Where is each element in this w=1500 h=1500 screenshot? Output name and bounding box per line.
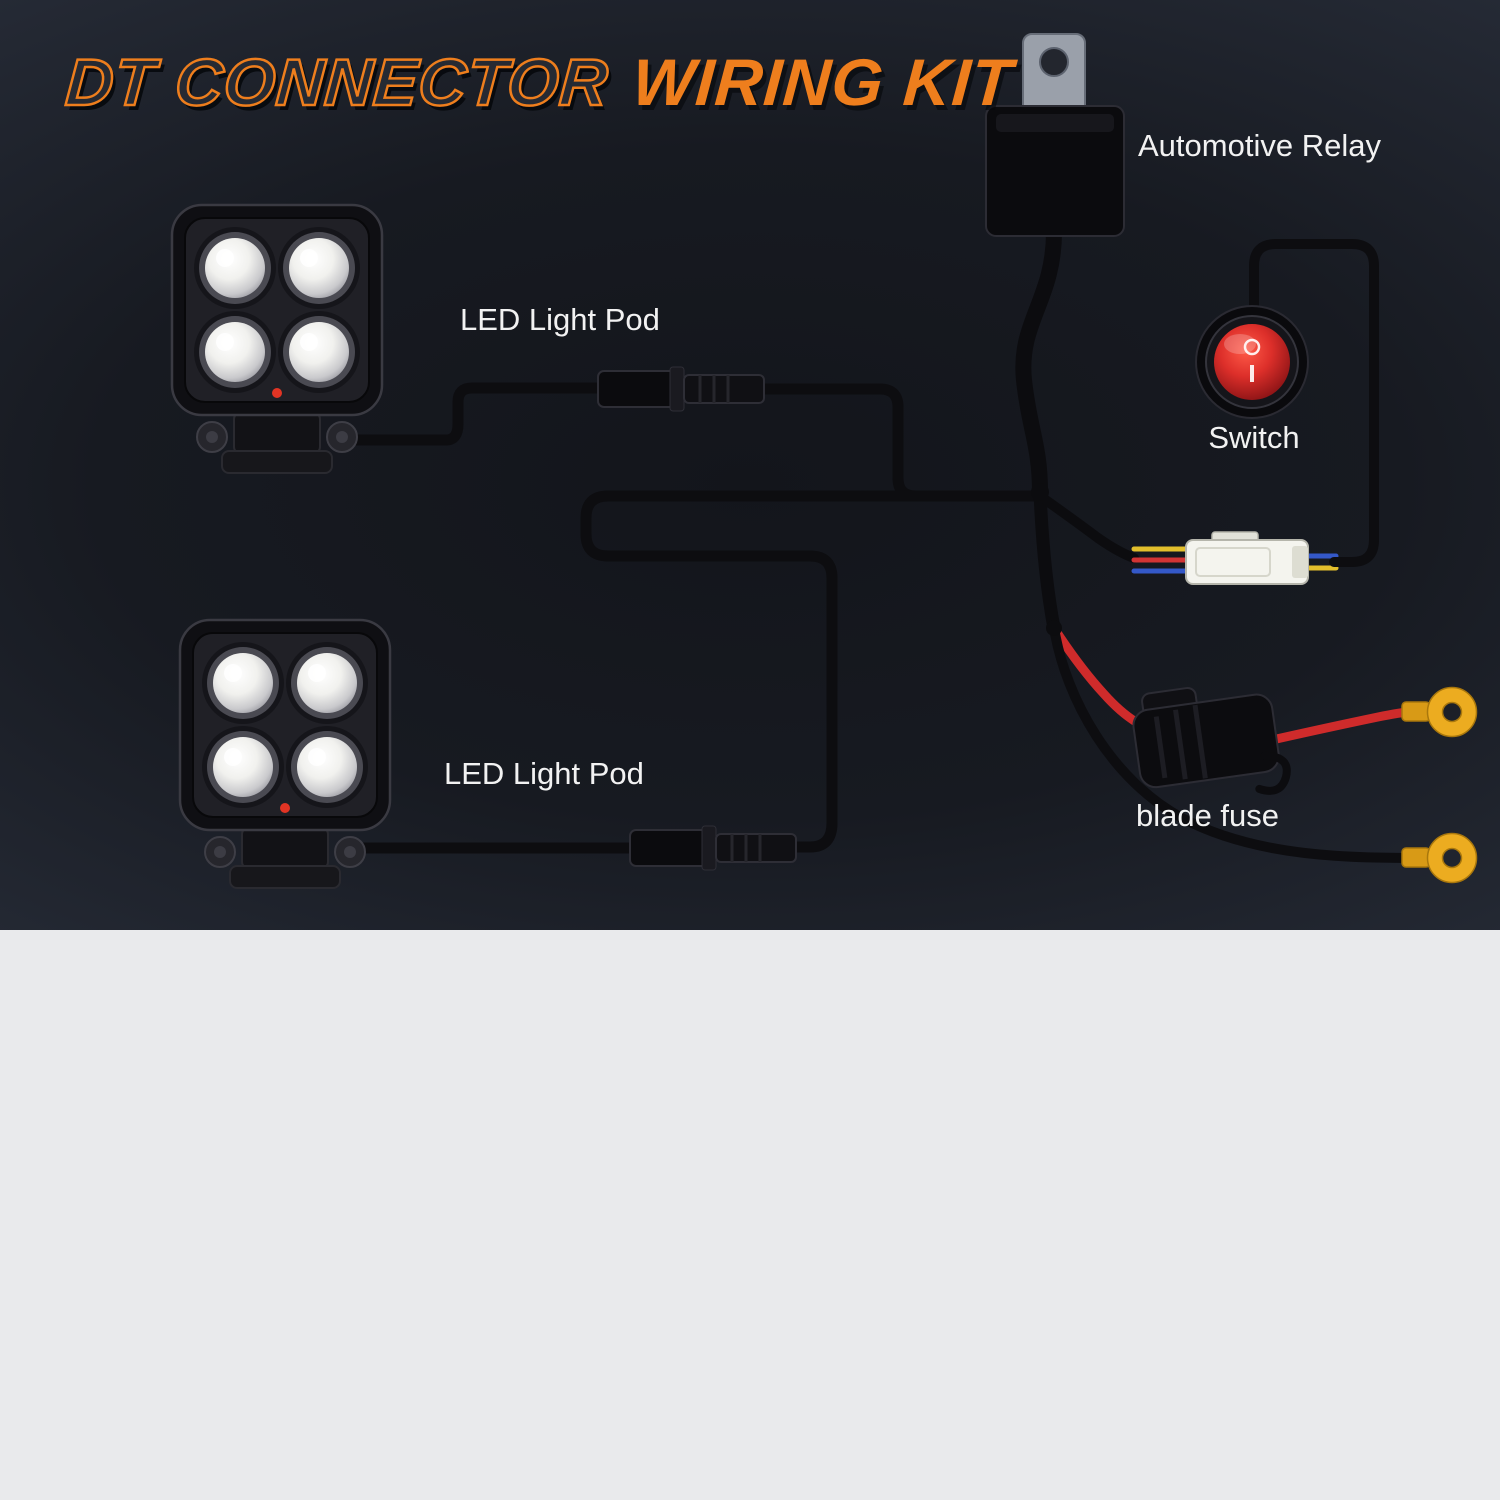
ring-terminal-ground	[1401, 832, 1478, 884]
ring-terminal-positive	[1401, 686, 1478, 738]
label-switch: Switch	[1208, 420, 1300, 455]
dt-connector-pair-2	[629, 825, 797, 871]
label-relay: Automotive Relay	[1138, 128, 1381, 163]
title-wiring-kit: WIRING KIT	[629, 45, 1016, 119]
relay-plug-connector	[1185, 531, 1309, 585]
comparison-section: DT CONNECTOR DIRECTLY PLUG AND PLAY WATE…	[0, 930, 1500, 1500]
blade-fuse-illustration	[1132, 686, 1291, 795]
label-led-pod-1: LED Light Pod	[460, 302, 660, 337]
label-led-pod-2: LED Light Pod	[444, 756, 644, 791]
rocker-switch-illustration	[1195, 305, 1309, 419]
led-pod-2-illustration	[178, 618, 392, 890]
label-blade-fuse: blade fuse	[1135, 798, 1280, 833]
title-dt-connector: DT CONNECTOR	[62, 44, 612, 121]
dt-connector-pair-1	[597, 366, 765, 412]
wiring-harness	[338, 224, 1433, 863]
led-pod-1-illustration	[170, 203, 384, 475]
automotive-relay-illustration	[985, 33, 1125, 237]
wiring-diagram-illustration	[170, 33, 1478, 890]
